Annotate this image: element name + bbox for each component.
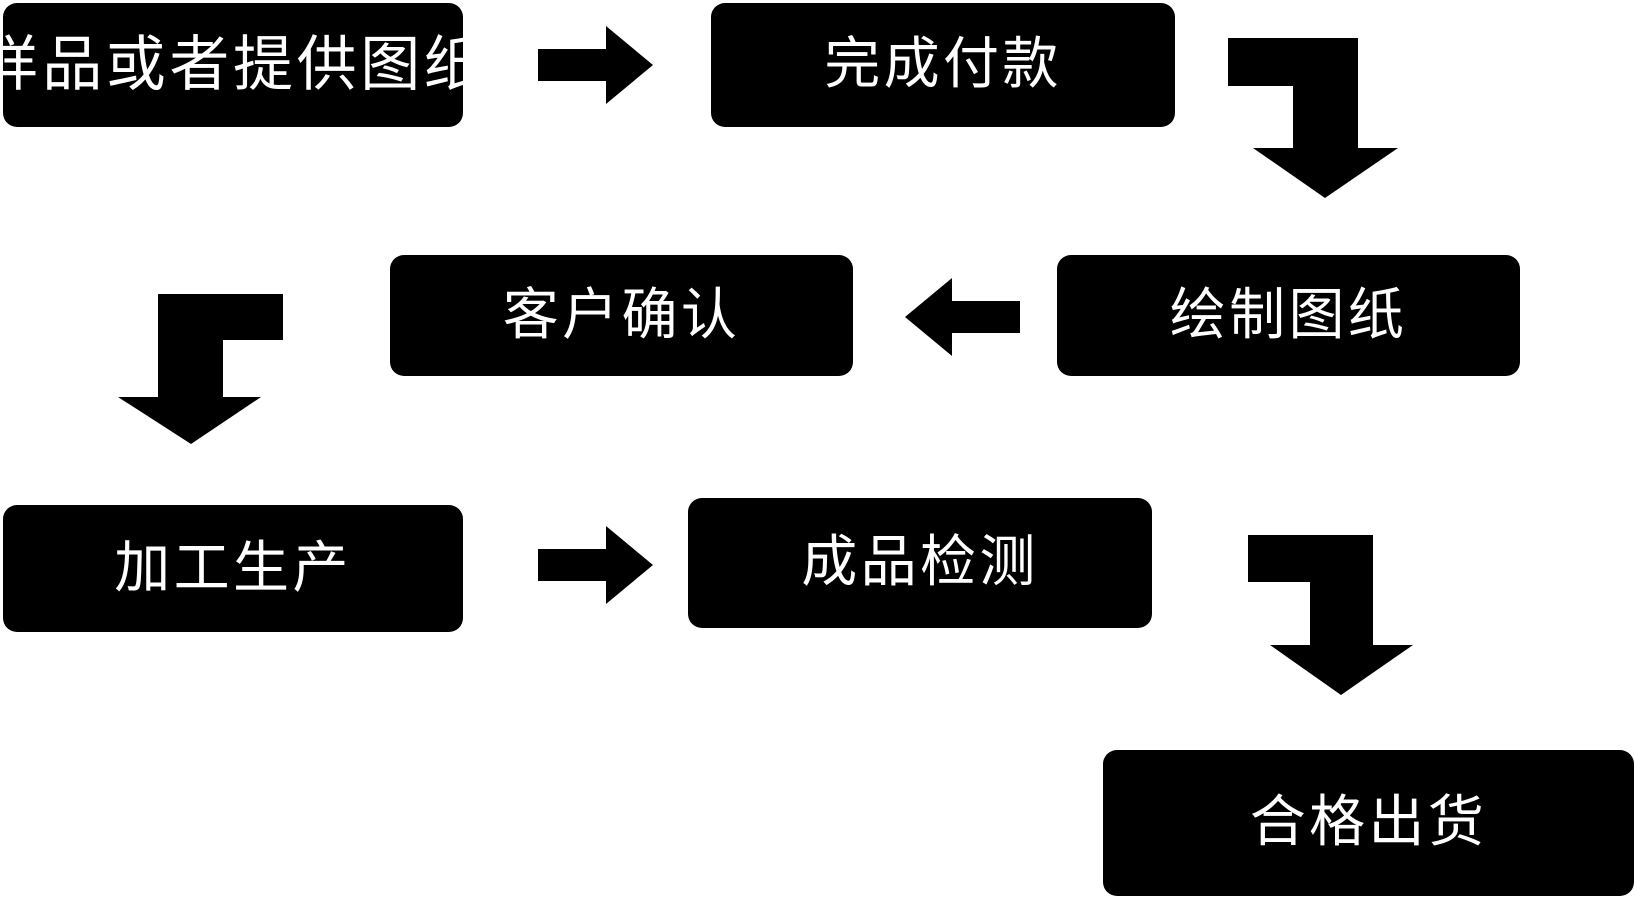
- flow-node-label: 绘制图纸: [1169, 282, 1408, 348]
- flow-node-production[interactable]: 加工生产: [3, 505, 463, 632]
- flow-node-label: 合格出货: [1249, 790, 1488, 856]
- arrow-right-icon: [538, 526, 653, 604]
- arrow-elbow-right-down-icon: [1248, 535, 1413, 695]
- arrow-right-icon: [538, 26, 653, 104]
- flow-node-label: 加工生产: [114, 535, 352, 601]
- arrow-drawing-to-confirm: [905, 278, 1020, 356]
- flow-node-label: 客户确认: [502, 282, 741, 348]
- flow-node-product-inspection[interactable]: 成品检测: [688, 498, 1152, 628]
- flow-node-label: 成品检测: [801, 530, 1039, 596]
- arrow-payment-to-drawing: [1228, 38, 1398, 198]
- arrow-elbow-right-down-icon: [1228, 38, 1398, 198]
- flow-node-customer-confirm[interactable]: 客户确认: [390, 255, 853, 376]
- arrow-sample-to-payment: [538, 26, 653, 104]
- arrow-inspection-to-shipment: [1248, 535, 1413, 695]
- flow-node-sample-or-drawing[interactable]: 样品或者提供图纸: [0, 3, 484, 127]
- arrow-production-to-inspection: [538, 526, 653, 604]
- flow-node-complete-payment[interactable]: 完成付款: [711, 3, 1175, 127]
- arrow-left-icon: [905, 278, 1020, 356]
- flow-node-draw-drawing[interactable]: 绘制图纸: [1057, 255, 1520, 376]
- flow-node-qualified-shipment[interactable]: 合格出货: [1103, 750, 1634, 896]
- flow-node-label: 完成付款: [824, 32, 1062, 98]
- arrow-confirm-to-production: [118, 294, 283, 444]
- flow-node-label: 样品或者提供图纸: [0, 30, 488, 100]
- arrow-elbow-left-down-icon: [118, 294, 283, 444]
